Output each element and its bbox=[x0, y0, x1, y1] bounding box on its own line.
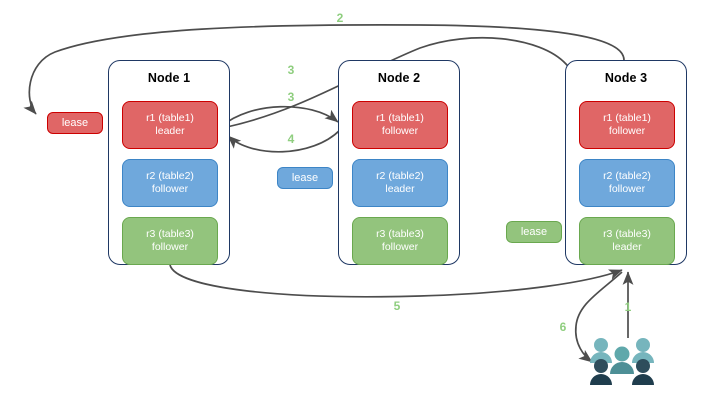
replica-role: follower bbox=[381, 241, 419, 253]
replica-role: leader bbox=[385, 183, 415, 195]
step-label-3a: 3 bbox=[287, 63, 295, 77]
node-container-3[interactable]: Node 3 r1 (table1) follower r2 (table2) … bbox=[565, 60, 687, 265]
node-title-1: Node 1 bbox=[147, 71, 191, 85]
replica-name: r1 (table1) bbox=[146, 112, 194, 124]
node-container-1[interactable]: Node 1 r1 (table1) leader r2 (table2) fo… bbox=[108, 60, 230, 265]
replica-node2-r2[interactable]: r2 (table2) leader bbox=[352, 159, 448, 207]
step-label-1: 1 bbox=[624, 300, 632, 314]
replica-node2-r1[interactable]: r1 (table1) follower bbox=[352, 101, 448, 149]
step-label-5: 5 bbox=[393, 299, 401, 313]
replica-name: r3 (table3) bbox=[376, 228, 424, 240]
replica-node3-r1[interactable]: r1 (table1) follower bbox=[579, 101, 675, 149]
step-label-4: 4 bbox=[287, 132, 295, 146]
edge-3-node1-to-node2 bbox=[221, 105, 339, 127]
replica-node1-r1[interactable]: r1 (table1) leader bbox=[122, 101, 218, 149]
edge-5-node1-to-node3 bbox=[169, 264, 623, 298]
lease-badge-r2[interactable]: lease bbox=[277, 167, 333, 189]
step-label-6: 6 bbox=[559, 320, 567, 334]
replica-node3-r3[interactable]: r3 (table3) leader bbox=[579, 217, 675, 265]
replica-node3-r2[interactable]: r2 (table2) follower bbox=[579, 159, 675, 207]
replica-role: follower bbox=[381, 125, 419, 137]
node-title-3: Node 3 bbox=[604, 71, 648, 85]
replica-name: r3 (table3) bbox=[146, 228, 194, 240]
replica-role: leader bbox=[612, 241, 642, 253]
node-container-2[interactable]: Node 2 r1 (table1) follower r2 (table2) … bbox=[338, 60, 460, 265]
lease-badge-r1[interactable]: lease bbox=[47, 112, 103, 134]
replica-role: leader bbox=[155, 125, 185, 137]
replica-name: r2 (table2) bbox=[146, 170, 194, 182]
replica-role: follower bbox=[608, 183, 646, 195]
replica-name: r1 (table1) bbox=[603, 112, 651, 124]
replica-name: r1 (table1) bbox=[376, 112, 424, 124]
replica-node1-r2[interactable]: r2 (table2) follower bbox=[122, 159, 218, 207]
lease-badge-r3[interactable]: lease bbox=[506, 221, 562, 243]
replica-role: follower bbox=[151, 183, 189, 195]
replica-name: r2 (table2) bbox=[376, 170, 424, 182]
replica-name: r3 (table3) bbox=[603, 228, 651, 240]
node-title-2: Node 2 bbox=[377, 71, 421, 85]
replica-role: follower bbox=[151, 241, 189, 253]
replica-role: follower bbox=[608, 125, 646, 137]
replica-name: r2 (table2) bbox=[603, 170, 651, 182]
step-label-2: 2 bbox=[336, 11, 344, 25]
users-group-icon[interactable] bbox=[588, 335, 656, 387]
replica-node1-r3[interactable]: r3 (table3) follower bbox=[122, 217, 218, 265]
step-label-3b: 3 bbox=[287, 90, 295, 104]
replica-node2-r3[interactable]: r3 (table3) follower bbox=[352, 217, 448, 265]
